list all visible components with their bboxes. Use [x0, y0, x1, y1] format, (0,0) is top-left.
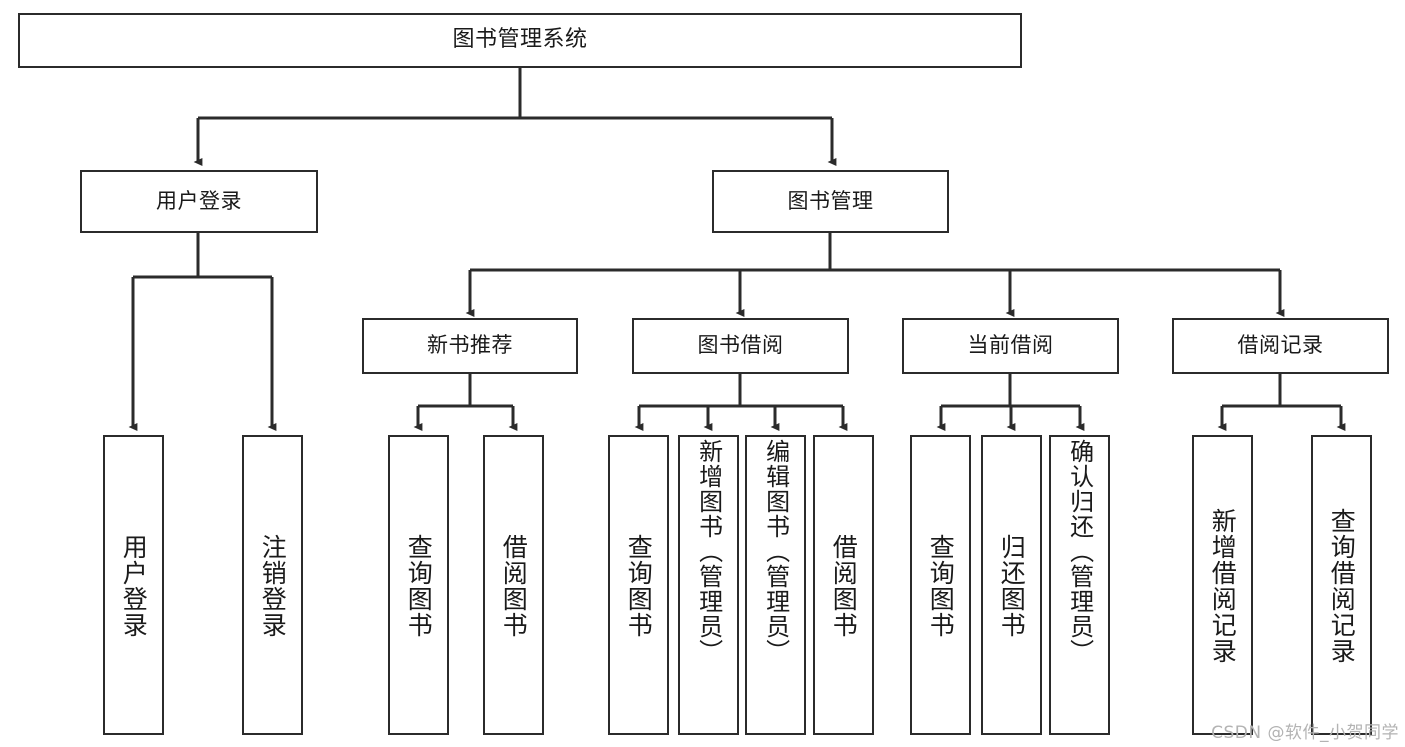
node-label: 编辑图书（管理员）	[761, 439, 790, 664]
node-book-borrow[interactable]: 图书借阅	[632, 318, 849, 374]
node-label: 归还图书	[997, 534, 1027, 638]
node-user-login[interactable]: 用户登录	[80, 170, 318, 233]
node-new-book-recommend[interactable]: 新书推荐	[362, 318, 578, 374]
node-label: 用户登录	[119, 534, 149, 638]
node-label: 图书借阅	[697, 333, 784, 358]
leaf-logout[interactable]: 注销登录	[242, 435, 303, 735]
node-label: 新书推荐	[427, 333, 513, 358]
node-label: 查询图书	[624, 534, 654, 638]
node-book-manage[interactable]: 图书管理	[712, 170, 949, 233]
leaf-add-record[interactable]: 新增借阅记录	[1192, 435, 1253, 735]
leaf-add-book[interactable]: 新增图书（管理员）	[678, 435, 739, 735]
node-label: 用户登录	[156, 188, 242, 213]
leaf-query-book-2[interactable]: 查询图书	[608, 435, 669, 735]
leaf-query-book-1[interactable]: 查询图书	[388, 435, 449, 735]
node-label: 查询借阅记录	[1327, 508, 1357, 664]
leaf-return-book[interactable]: 归还图书	[981, 435, 1042, 735]
node-label: 借阅记录	[1237, 333, 1324, 358]
node-label: 新增借阅记录	[1208, 508, 1238, 664]
leaf-edit-book[interactable]: 编辑图书（管理员）	[745, 435, 806, 735]
node-label: 借阅图书	[499, 534, 529, 638]
node-label: 查询图书	[404, 534, 434, 638]
leaf-query-record[interactable]: 查询借阅记录	[1311, 435, 1372, 735]
node-label: 确认归还（管理员）	[1065, 439, 1094, 664]
node-root-system[interactable]: 图书管理系统	[18, 13, 1022, 68]
node-current-borrow[interactable]: 当前借阅	[902, 318, 1119, 374]
node-label: 图书管理系统	[452, 27, 588, 53]
node-borrow-record[interactable]: 借阅记录	[1172, 318, 1389, 374]
node-label: 新增图书（管理员）	[694, 439, 723, 664]
leaf-borrow-book-2[interactable]: 借阅图书	[813, 435, 874, 735]
leaf-borrow-book-1[interactable]: 借阅图书	[483, 435, 544, 735]
node-label: 借阅图书	[829, 534, 859, 638]
node-label: 当前借阅	[967, 333, 1054, 358]
leaf-confirm-return[interactable]: 确认归还（管理员）	[1049, 435, 1110, 735]
leaf-query-book-3[interactable]: 查询图书	[910, 435, 971, 735]
node-label: 图书管理	[787, 188, 874, 213]
node-label: 查询图书	[926, 534, 956, 638]
leaf-user-login[interactable]: 用户登录	[103, 435, 164, 735]
node-label: 注销登录	[258, 534, 288, 638]
